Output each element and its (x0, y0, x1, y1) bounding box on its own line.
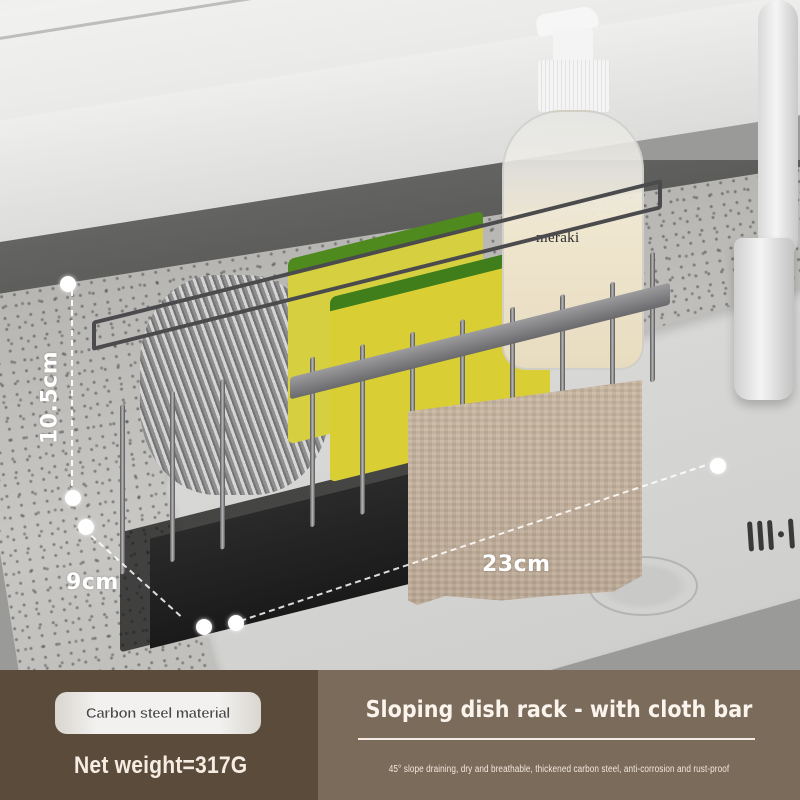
pump-cap (538, 60, 610, 112)
depth-dimension-label: 9cm (66, 570, 119, 595)
overflow-slots (747, 518, 795, 552)
info-right-panel: Sloping dish rack - with cloth bar 45° s… (318, 670, 800, 800)
height-dimension-line (71, 290, 73, 496)
dimension-marker-dot (710, 458, 726, 474)
dimension-marker-dot (196, 619, 212, 635)
info-left-panel: Carbon steel material Net weight=317G (0, 670, 318, 800)
bottle-brand-label: meraki (536, 230, 580, 246)
faucet (758, 0, 798, 260)
material-badge-text: Carbon steel material (85, 704, 231, 722)
material-badge: Carbon steel material (55, 692, 261, 734)
dimension-marker-dot (65, 490, 81, 506)
hanging-cloth (408, 380, 642, 605)
product-info-bar: Carbon steel material Net weight=317G Sl… (0, 670, 800, 800)
dimension-marker-dot (228, 615, 244, 631)
product-title: Sloping dish rack - with cloth bar (365, 697, 753, 723)
pump-neck (553, 28, 593, 62)
product-photo: meraki 10.5cm 9cm 23cm (0, 0, 800, 670)
dimension-marker-dot (60, 276, 76, 292)
dimension-marker-dot (78, 519, 94, 535)
height-dimension-label: 10.5cm (37, 350, 63, 445)
title-divider (358, 738, 755, 740)
product-description: 45° slope draining, dry and breathable, … (388, 764, 730, 775)
width-dimension-label: 23cm (482, 552, 551, 577)
faucet-base (734, 238, 794, 400)
net-weight-text: Net weight=317G (74, 752, 248, 779)
